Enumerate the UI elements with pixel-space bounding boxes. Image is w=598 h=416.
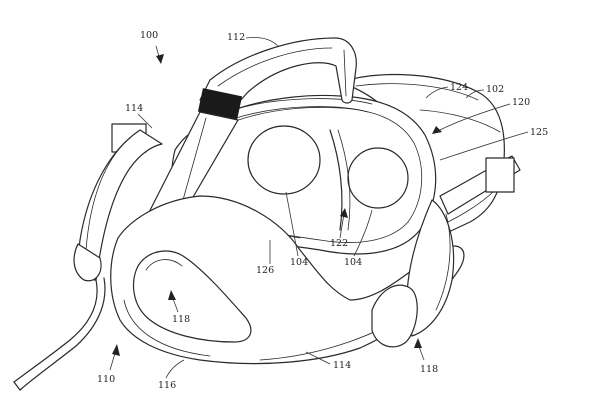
label-118-right: 118 (420, 364, 438, 375)
label-104-left: 104 (290, 257, 308, 268)
label-125: 125 (530, 127, 548, 138)
label-112: 112 (227, 32, 245, 43)
label-116: 116 (158, 380, 176, 391)
right-side-strap (371, 155, 521, 348)
left-opening (132, 250, 252, 343)
label-126: 126 (256, 265, 274, 276)
label-120: 120 (512, 97, 530, 108)
label-104-right: 104 (344, 257, 362, 268)
label-102: 102 (486, 84, 504, 95)
left-lens (247, 125, 321, 195)
right-lens (347, 147, 409, 209)
label-118-left: 118 (172, 314, 190, 325)
label-110: 110 (97, 374, 115, 385)
right-opening (371, 284, 418, 348)
strap-pad (197, 88, 243, 120)
label-100: 100 (140, 30, 158, 41)
label-114-upper: 114 (125, 103, 143, 114)
label-124: 124 (450, 82, 468, 93)
label-114-lower: 114 (333, 360, 351, 371)
label-122: 122 (330, 238, 348, 249)
cable (13, 277, 106, 391)
reference-labels: 100 112 124 102 120 125 114 122 104 104 … (97, 30, 548, 391)
left-side-strap (73, 123, 163, 282)
